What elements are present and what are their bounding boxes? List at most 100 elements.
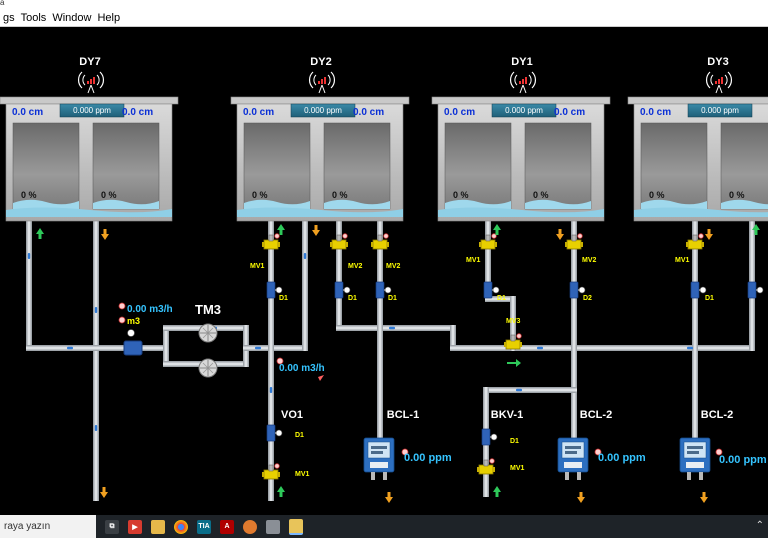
direction-arrows [36,224,760,503]
tank-name: DY7 [79,56,100,68]
valve-mv1-label: MV1 [510,465,525,472]
line-bcl2b-label: BCL-2 [701,409,733,421]
valve-mv1-label: MV1 [466,257,481,264]
valve-mv1-label: MV1 [295,471,310,478]
sensor-d1-label: D1 [348,295,357,302]
fill-pct-left: 0 % [649,190,665,200]
valve-mv1-dy3[interactable]: MV1 [675,233,705,264]
tia-portal-icon[interactable]: TIA [197,519,211,534]
sensor-d1-label: D1 [279,295,288,302]
taskbar-search-input[interactable]: raya yazın [0,515,96,538]
valve-mv2-dy1[interactable]: MV2 [564,233,597,264]
fill-pct-right: 0 % [332,190,348,200]
level-left-value: 0.0 cm [444,107,475,118]
menu-help[interactable]: Help [97,12,121,24]
valve-mv2-label: MV2 [348,263,363,270]
flow-readout-2: 0.00 m3/h [276,357,325,381]
sensor-d1-label: D1 [295,432,304,439]
flow-meter-fm1[interactable]: 0.00 m3/h m3 [118,302,173,356]
tank-name: DY3 [707,56,728,68]
analyzer-bcl2-ppm: 0.00 ppm [598,452,646,464]
app-orange-icon[interactable] [243,519,257,534]
level-left-value: 0.0 cm [243,107,274,118]
radio-signal-icon [77,71,105,94]
tank-name: DY1 [511,56,532,68]
analyzer-bcl1[interactable]: 0.00 ppm [363,437,452,481]
fill-pct-left: 0 % [453,190,469,200]
ppm-display: 0.000 ppm [73,106,111,115]
valve-mv2-a[interactable]: MV2 [329,233,363,270]
analyzer-bcl1-ppm: 0.00 ppm [404,452,452,464]
ppm-display: 0.000 ppm [701,106,739,115]
level-left-value: 0.0 cm [12,107,43,118]
radio-signal-icon [308,71,336,94]
valve-mv2-label: MV2 [386,263,401,270]
line-bcl1-label: BCL-1 [387,409,419,421]
ppm-display: 0.000 ppm [304,106,342,115]
pump-upper-icon[interactable] [198,323,218,343]
level-right-value: 0.0 cm [122,107,153,118]
menu-window[interactable]: Window [52,12,92,24]
sensor-d2-dy1[interactable]: D2 [569,281,592,302]
sensor-d1-bkv1[interactable]: D1 [481,428,519,446]
analyzer-bcl2b-ppm: 0.00 ppm [719,454,767,466]
sensor-d1-dy2[interactable]: D1 [266,281,288,302]
valve-mv3[interactable]: MV3 [503,318,523,350]
sensor-d1-a[interactable]: D1 [334,281,357,302]
level-right-value: 0.0 cm [554,107,585,118]
sensor-d1-label: D1 [497,295,506,302]
analyzer-bcl2b[interactable]: 0.00 ppm [679,437,767,481]
fill-pct-right: 0 % [729,190,745,200]
sensor-d1-label: D1 [510,438,519,445]
sensor-d2-label: D2 [583,295,592,302]
valve-mv1-vo1[interactable]: MV1 [261,463,310,480]
sensor-d1-vo1[interactable]: D1 [266,424,304,442]
sensor-d1-dy1[interactable]: D1 [483,281,506,302]
sensor-d1-label: D1 [705,295,714,302]
valve-mv1-bkv1[interactable]: MV1 [476,458,525,475]
level-left-value: 0.0 cm [640,107,671,118]
valve-mv1-label: MV1 [250,263,265,270]
valve-mv1-label: MV1 [675,257,690,264]
radio-signal-icon [509,71,537,94]
window-titlebar: a [0,0,768,10]
ppm-display: 0.000 ppm [505,106,543,115]
valve-mv1-dy1[interactable]: MV1 [466,233,498,264]
sensor-d1-label: D1 [388,295,397,302]
sensor-d1-b[interactable]: D1 [375,281,397,302]
tm3-label: TM3 [195,302,221,317]
tray-expand-icon[interactable]: ⌃ [755,520,764,531]
vol1-unit: m3 [127,316,140,326]
app-red-icon[interactable]: ▶ [128,519,142,534]
pipe-network [26,221,755,501]
menu-settings[interactable]: gs [3,12,15,24]
autocad-icon[interactable]: A [220,519,234,534]
fill-pct-right: 0 % [101,190,117,200]
line-bcl2-label: BCL-2 [580,409,612,421]
task-view-icon[interactable]: ⧉ [105,519,119,534]
files-icon[interactable] [266,519,280,534]
analyzer-bcl2[interactable]: 0.00 ppm [557,437,646,481]
valve-mv2-label: MV2 [582,257,597,264]
chrome-icon[interactable] [174,519,188,534]
valve-mv2-b[interactable]: MV2 [370,233,401,270]
pump-lower-icon[interactable] [198,358,218,378]
sensor-d1-dy3[interactable]: D1 [690,281,714,302]
sensor-dy3-right[interactable] [747,281,764,299]
folder-icon[interactable] [151,519,165,534]
line-vo1-label: VO1 [281,409,303,421]
level-right-value: 0.0 cm [353,107,384,118]
flow1-value: 0.00 m3/h [127,304,173,315]
flow2-value: 0.00 m3/h [279,363,325,374]
tm3-pump-station[interactable]: TM3 [195,302,221,378]
menu-tools[interactable]: Tools [20,12,47,24]
tank-dy3[interactable]: DY3 0.0 cm 0.000 ppm 0 % 0 % [627,56,768,222]
scada-runtime-icon[interactable] [289,518,303,535]
fill-pct-left: 0 % [252,190,268,200]
valve-mv3-label: MV3 [506,318,521,325]
valve-mv1-dy2[interactable]: MV1 [250,233,281,270]
